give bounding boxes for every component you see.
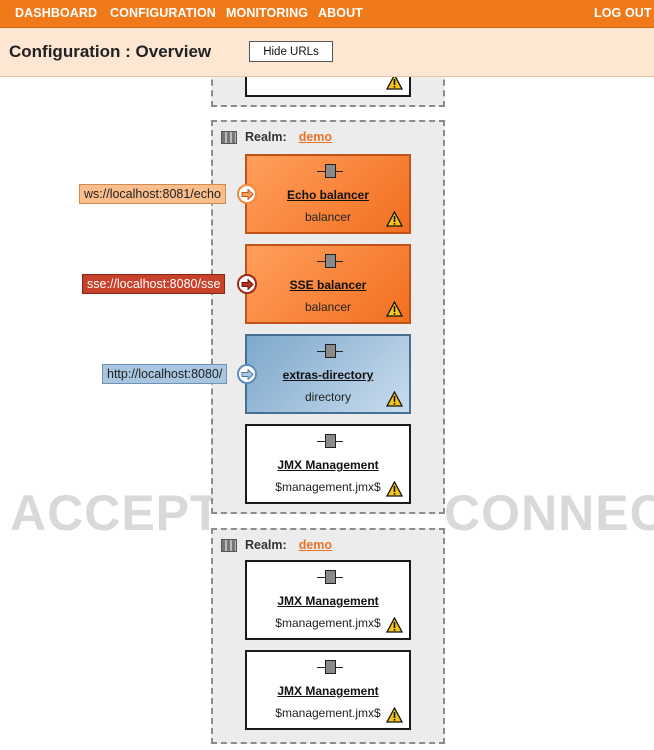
accept-url-tag[interactable]: http://localhost:8080/: [102, 364, 228, 384]
overview-canvas[interactable]: ACCEPT CONNECT Realm: demo Echo balancer…: [0, 77, 654, 750]
service-type: balancer: [304, 300, 352, 314]
realm-name-link[interactable]: demo: [298, 130, 333, 144]
realm-icon: [221, 130, 237, 144]
service-name[interactable]: JMX Management: [277, 684, 379, 698]
nav-about[interactable]: ABOUT: [318, 6, 363, 20]
service-jmx-management[interactable]: JMX Management $management.jmx$: [245, 650, 411, 730]
service-extras-directory[interactable]: extras-directory directory: [245, 334, 411, 414]
page-header: Configuration : Overview Hide URLs: [0, 28, 654, 77]
accept-port-arrow-icon[interactable]: [237, 364, 257, 384]
service-sse-balancer[interactable]: SSE balancer balancer: [245, 244, 411, 324]
realm-1: Realm: demo Echo balancer balancer SSE b…: [211, 120, 445, 514]
hide-urls-button[interactable]: Hide URLs: [249, 41, 333, 62]
realm-label: Realm:: [245, 538, 287, 552]
nav-configuration[interactable]: CONFIGURATION: [110, 6, 216, 20]
service-type: balancer: [304, 210, 352, 224]
service-connector-icon: [317, 570, 343, 584]
service-type: $management.jmx$: [275, 706, 381, 720]
realm-icon: [221, 538, 237, 552]
top-nav: DASHBOARD CONFIGURATION MONITORING ABOUT…: [0, 0, 654, 28]
service-box-partial[interactable]: [245, 77, 411, 97]
warning-icon: [386, 301, 403, 317]
accept-url-tag[interactable]: ws://localhost:8081/echo: [79, 184, 226, 204]
service-echo-balancer[interactable]: Echo balancer balancer: [245, 154, 411, 234]
service-name[interactable]: SSE balancer: [289, 278, 367, 292]
service-type: directory: [304, 390, 351, 404]
service-connector-icon: [317, 164, 343, 178]
service-connector-icon: [317, 344, 343, 358]
realm-2: Realm: demo JMX Management $management.j…: [211, 528, 445, 744]
realm-header: Realm: demo: [221, 130, 332, 144]
realm-partial: [211, 77, 445, 107]
warning-icon: [386, 481, 403, 497]
service-type: $management.jmx$: [275, 616, 381, 630]
service-connector-icon: [317, 254, 343, 268]
accept-port-arrow-icon[interactable]: [237, 274, 257, 294]
service-connector-icon: [317, 660, 343, 674]
page-title: Configuration : Overview: [9, 42, 212, 61]
accept-url-tag[interactable]: sse://localhost:8080/sse: [82, 274, 226, 294]
realm-label: Realm:: [245, 130, 287, 144]
service-name[interactable]: extras-directory: [282, 368, 374, 382]
warning-icon: [386, 707, 403, 723]
warning-icon: [386, 211, 403, 227]
service-jmx-management[interactable]: JMX Management $management.jmx$: [245, 560, 411, 640]
service-name[interactable]: JMX Management: [277, 594, 379, 608]
accept-port-arrow-icon[interactable]: [237, 184, 257, 204]
service-connector-icon: [317, 434, 343, 448]
service-type: $management.jmx$: [275, 480, 381, 494]
warning-icon: [386, 77, 403, 90]
warning-icon: [386, 617, 403, 633]
service-name[interactable]: JMX Management: [277, 458, 379, 472]
realm-header: Realm: demo: [221, 538, 332, 552]
warning-icon: [386, 391, 403, 407]
connect-background-label: CONNECT: [444, 485, 654, 541]
nav-monitoring[interactable]: MONITORING: [226, 6, 309, 20]
nav-logout[interactable]: LOG OUT: [594, 6, 652, 20]
accept-background-label: ACCEPT: [10, 485, 222, 541]
nav-dashboard[interactable]: DASHBOARD: [15, 6, 98, 20]
service-name[interactable]: Echo balancer: [286, 188, 370, 202]
service-jmx-management[interactable]: JMX Management $management.jmx$: [245, 424, 411, 504]
realm-name-link[interactable]: demo: [298, 538, 333, 552]
